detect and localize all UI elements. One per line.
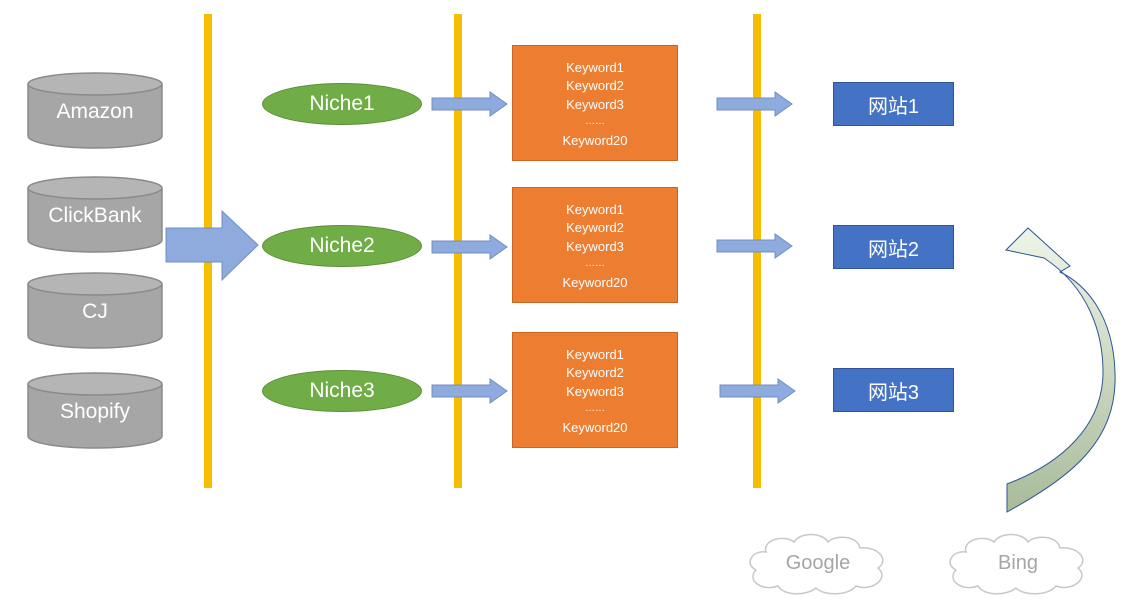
curved-up-arrow-icon [1004,227,1116,513]
keyword-ellipsis: …… [585,116,605,128]
search-engine-label: Bing [997,552,1039,574]
keyword-item-last: Keyword20 [562,133,628,149]
source-label: Shopify [59,400,131,423]
keyword-item: Keyword1 [566,347,624,362]
right-arrow-icon [431,378,508,404]
keyword-item: Keyword1 [566,60,624,75]
right-arrow-icon [716,91,793,117]
site-box-1: 网站1 [833,82,954,126]
keyword-item: Keyword3 [566,96,624,112]
keyword-item: Keyword2 [566,78,624,94]
keyword-ellipsis: …… [585,403,605,415]
keyword-item: Keyword1 [566,202,624,217]
right-arrow-icon [719,378,796,404]
right-arrow-icon [431,234,508,260]
cloud-bing: Bing [944,532,1092,596]
site-box-2: 网站2 [833,225,954,269]
database-icon [27,372,163,449]
right-arrow-icon [431,91,508,117]
database-clickbank: ClickBank [27,176,163,254]
niche-1: Niche1 [262,83,422,125]
keyword-item-last: Keyword20 [562,275,628,291]
keyword-item-last: Keyword20 [562,420,628,436]
right-arrow-icon [716,233,793,259]
niche-2: Niche2 [262,225,422,267]
keyword-item: Keyword2 [566,365,624,381]
keyword-ellipsis: …… [585,258,605,270]
keyword-item: Keyword3 [566,383,624,399]
source-label: CJ [82,300,108,323]
cloud-google: Google [744,532,892,596]
database-icon [27,72,163,149]
keyword-item: Keyword3 [566,238,624,254]
site-box-3: 网站3 [833,368,954,412]
database-amazon: Amazon [27,72,163,150]
source-label: ClickBank [48,204,142,227]
keyword-box-3: Keyword1 Keyword2 Keyword3 …… Keyword20 [512,332,678,448]
database-cj: CJ [27,272,163,350]
keyword-box-1: Keyword1 Keyword2 Keyword3 …… Keyword20 [512,45,678,161]
keyword-item: Keyword2 [566,220,624,236]
keyword-box-2: Keyword1 Keyword2 Keyword3 …… Keyword20 [512,187,678,303]
database-icon [27,272,163,349]
search-engine-label: Google [785,552,851,574]
niche-3: Niche3 [262,370,422,412]
database-shopify: Shopify [27,372,163,450]
cloud-icon [749,533,884,595]
big-right-arrow-icon [165,210,259,282]
source-label: Amazon [56,100,134,123]
cloud-icon [949,533,1084,595]
database-icon [27,176,163,253]
